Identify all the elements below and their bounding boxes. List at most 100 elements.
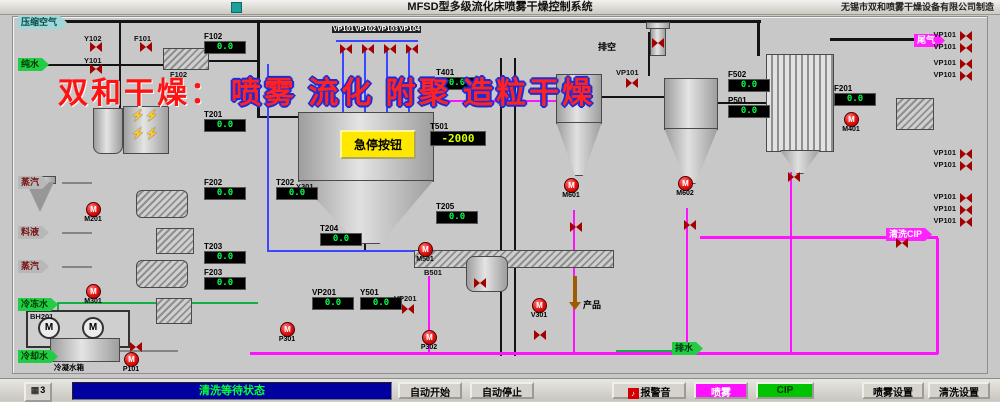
heat-exchanger-1 [136,190,188,218]
valve-icon[interactable] [684,220,696,230]
fluid-bed-conveyor [414,250,614,268]
instrument-tag-F102: F102 [204,32,223,41]
valve-icon[interactable] [474,278,486,288]
fan-icon[interactable]: M [82,317,104,339]
right-valve-label: VP101 [933,42,956,51]
valve-label-Y301: Y301 [296,182,314,191]
valve-icon[interactable] [960,31,972,41]
valve-icon[interactable] [570,222,582,232]
exhaust-filter [896,98,934,130]
pump-M201[interactable]: M [86,202,101,217]
status-text: 清洗等待状态 [199,385,265,397]
valve-icon[interactable] [140,42,152,52]
valve-icon[interactable] [362,44,374,54]
cyclone-2-body [664,78,718,130]
valve-icon[interactable] [896,238,908,248]
emergency-stop-button[interactable]: 急停按钮 [340,130,416,159]
valve-icon[interactable] [384,44,396,54]
pipe-segment [45,64,167,66]
auto-stop-button[interactable]: 自动停止 [470,382,534,399]
valve-icon[interactable] [402,304,414,314]
valve-icon[interactable] [406,44,418,54]
valve-icon[interactable] [960,59,972,69]
valve-icon[interactable] [340,44,352,54]
clean-setup-button[interactable]: 清洗设置 [928,382,990,399]
valve-icon[interactable] [960,43,972,53]
pipe-segment [514,58,516,356]
fan-icon[interactable]: M [38,317,60,339]
alarm-button-label: 报警音 [640,388,671,399]
inlet-arrow-steam-2: 蒸汽 [18,260,49,273]
valve-icon[interactable] [960,149,972,159]
valve-icon[interactable] [960,193,972,203]
valve-icon[interactable] [788,172,800,182]
alarm-sound-button[interactable]: ♪报警音 [612,382,686,399]
auto-start-button[interactable]: 自动开始 [398,382,462,399]
pipe-segment [428,276,430,354]
inlet-arrow-feed-liquid: 料液 [18,226,49,239]
instrument-value-F502: 0.0 [728,79,770,92]
instrument-value-T203: 0.0 [204,251,246,264]
spray-mode-button[interactable]: 喷雾 [694,382,748,399]
pipe-segment [342,48,344,114]
valve-icon[interactable] [130,342,142,352]
spray-setup-button[interactable]: 喷雾设置 [862,382,924,399]
pump-M602[interactable]: M [678,176,693,191]
pipe-segment [62,266,92,268]
pump-label-P301: P301 [278,336,296,343]
inlet-arrow-cooling-water: 冷却水 [18,350,58,363]
pipe-segment [700,236,938,239]
status-bar: ▦3 清洗等待状态 自动开始 自动停止 ♪报警音 喷雾 CIP 喷雾设置 清洗设… [0,378,1000,402]
pump-P101[interactable]: M [124,352,139,367]
vp-bank-label-VP104: VP104 [398,26,422,33]
valve-icon[interactable] [960,161,972,171]
valve-icon[interactable] [90,64,102,74]
electric-heater [123,106,169,154]
valve-icon[interactable] [960,205,972,215]
pipe-segment [790,172,792,354]
air-heater [163,48,209,70]
instrument-tag-VP201: VP201 [312,288,337,297]
pipe-segment [408,48,410,114]
instrument-tag-Y501: Y501 [360,288,379,297]
right-valve-label: VP101 [933,160,956,169]
pump-P301[interactable]: M [280,322,295,337]
valve-icon[interactable] [626,78,638,88]
pump-M301[interactable]: M [86,284,101,299]
pump-M401[interactable]: M [844,112,859,127]
inlet-arrow-chilled-water: 冷冻水 [18,298,58,311]
instrument-tag-F203: F203 [204,268,223,277]
pipe-segment [598,96,666,98]
cip-mode-button[interactable]: CIP [756,382,814,399]
pipe-segment [119,22,121,108]
pump-label-M201: M201 [84,216,102,223]
valve-icon[interactable] [960,71,972,81]
pump-M601[interactable]: M [564,178,579,193]
status-display: 清洗等待状态 [72,382,392,400]
pump-P302[interactable]: M [422,330,437,345]
valve-icon[interactable] [960,217,972,227]
heat-exchanger-2 [136,260,188,288]
instrument-value-T202: 0.0 [276,187,318,200]
pipe-segment [686,208,688,354]
pipe-segment [336,40,418,42]
valve-label-VP201: VP201 [394,294,417,303]
feed-tank [466,256,508,292]
vent-label: 排空 [598,42,617,52]
instrument-tag-T201: T201 [204,110,223,119]
right-valve-label: VP101 [933,216,956,225]
instrument-value-T205: 0.0 [436,211,478,224]
condensate-tank-label: 冷凝水箱 [54,363,84,372]
pump-V301[interactable]: M [532,298,547,313]
pipe-segment [258,116,300,118]
pipe-segment [364,48,366,114]
pump-label-M601: M601 [562,192,580,199]
valve-icon[interactable] [90,42,102,52]
valve-icon[interactable] [652,38,664,48]
right-valve-label: VP101 [933,58,956,67]
instrument-value-T401: 0.0 [436,77,478,90]
valve-label-VP101: VP101 [616,68,639,77]
valve-icon[interactable] [534,330,546,340]
page-indicator[interactable]: ▦3 [24,382,52,402]
pump-M501[interactable]: M [418,242,433,257]
